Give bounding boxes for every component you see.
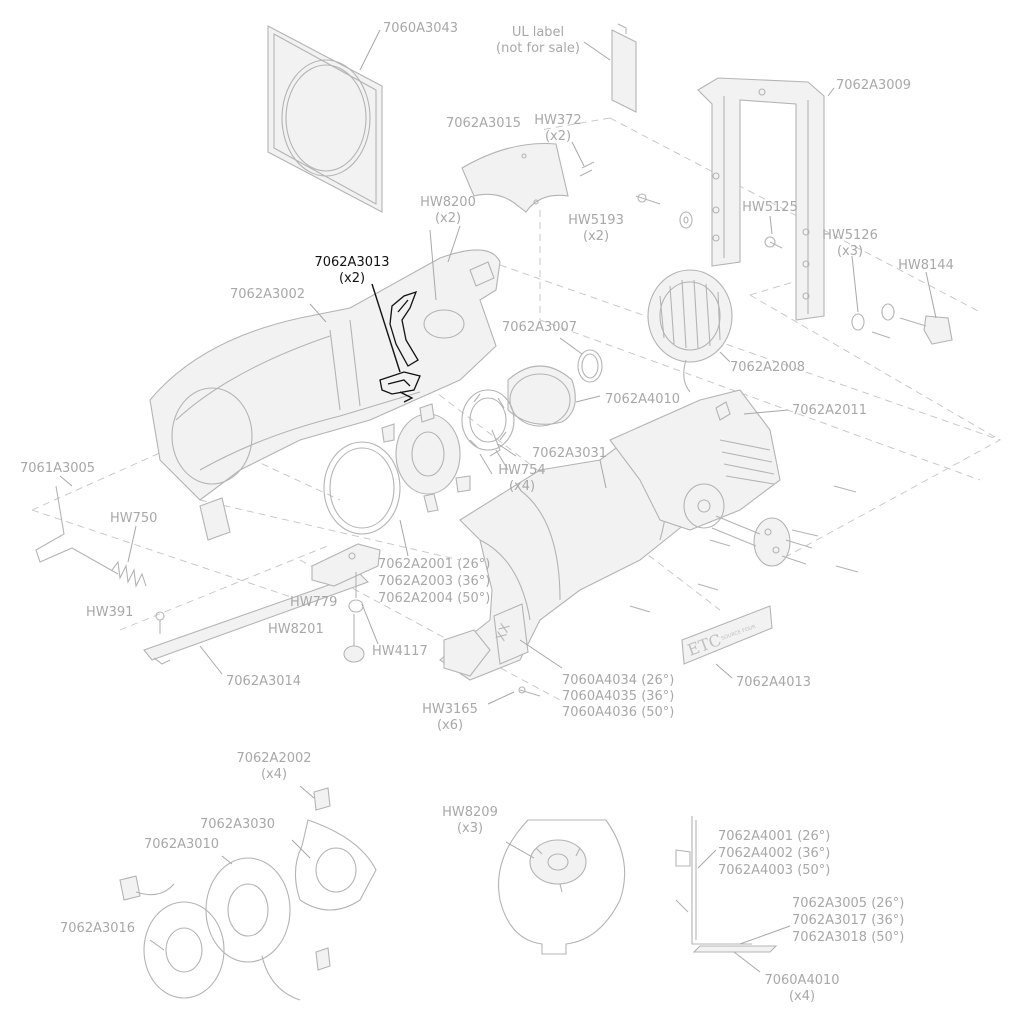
- label-HW8201: HW8201: [268, 622, 324, 637]
- part-7061A3005-shutter-handle: [35, 475, 119, 575]
- part-7060A4034-barrel: [439, 429, 691, 681]
- part-7062A2008-lamp-cap: [647, 269, 733, 393]
- label-7062A3030: 7062A3030: [200, 817, 275, 832]
- part-HW4117-lead: [361, 603, 379, 645]
- part-HW5193-hardware: [635, 193, 693, 229]
- label-HW5126-qty: (x3): [837, 244, 863, 259]
- part-7062A3014-rail: [143, 573, 370, 675]
- label-7062A2001: 7062A2001 (26°): [378, 557, 490, 572]
- part-HW8144-knob: [899, 271, 953, 345]
- label-7062A4010: 7062A4010: [605, 392, 680, 407]
- part-rear-cap: [711, 515, 819, 567]
- label-HW3165-qty: (x6): [437, 718, 463, 733]
- label-7060A3043: 7060A3043: [383, 21, 458, 36]
- label-HW5193: HW5193: [568, 213, 624, 228]
- label-7062A2002: 7062A2002: [236, 751, 311, 766]
- label-7062A4002: 7062A4002 (36°): [718, 846, 830, 861]
- part-HW3165-screw: [487, 686, 526, 705]
- label-HW372-qty: (x2): [545, 129, 571, 144]
- label-7062A3016: 7062A3016: [60, 921, 135, 936]
- label-7062A3010: 7062A3010: [144, 837, 219, 852]
- part-7062A3005-plate: [692, 925, 791, 953]
- label-7060A4035: 7060A4035 (36°): [562, 689, 674, 704]
- label-7062A3015: 7062A3015: [446, 116, 521, 131]
- part-7062A4013-badge: ETC SOURCE FOUR: [681, 605, 773, 679]
- label-7062A3005: 7062A3005 (26°): [792, 896, 904, 911]
- label-7062A3018: 7062A3018 (50°): [792, 930, 904, 945]
- leader-lines: [429, 225, 607, 489]
- label-HW754: HW754: [498, 463, 545, 478]
- label-HW5125: HW5125: [742, 200, 798, 215]
- label-7062A2002-qty: (x4): [261, 767, 287, 782]
- label-7060A4034: 7060A4034 (26°): [562, 673, 674, 688]
- part-HW750-spring: [111, 525, 147, 588]
- label-7062A3009: 7062A3009: [836, 78, 911, 93]
- part-7062A2011-lamp-housing: [609, 389, 789, 531]
- part-7060A3043-color-frame: [267, 25, 383, 213]
- part-7062A3002-rear-housing: [149, 249, 501, 541]
- label-HW8200: HW8200: [420, 195, 476, 210]
- label-7060A4010-qty: (x4): [789, 989, 815, 1004]
- label-HW372: HW372: [534, 113, 581, 128]
- part-HW8209-gobo-holder: [498, 819, 626, 955]
- label-HW8200-qty: (x2): [435, 211, 461, 226]
- part-7062A3007-ring: [559, 337, 603, 383]
- part-ul-label: [583, 23, 637, 113]
- part-7062A3030-shutter: [291, 787, 377, 971]
- part-mount-plate: [311, 543, 381, 587]
- label-7062A2004: 7062A2004 (50°): [378, 591, 490, 606]
- part-labels: 7060A3043 UL label (not for sale) 7062A3…: [20, 21, 954, 1004]
- label-7062A3014: 7062A3014: [226, 674, 301, 689]
- label-7062A4013: 7062A4013: [736, 675, 811, 690]
- label-7060A4036: 7060A4036 (50°): [562, 705, 674, 720]
- part-body-screws: [519, 485, 859, 697]
- label-HW391: HW391: [86, 605, 133, 620]
- label-7062A2003: 7062A2003 (36°): [378, 574, 490, 589]
- label-7062A3007: 7062A3007: [502, 320, 577, 335]
- label-HW8144: HW8144: [898, 258, 954, 273]
- part-HW8201-knob: [343, 614, 365, 663]
- label-7062A3002: 7062A3002: [230, 287, 305, 302]
- part-7062A4010-reflector: [507, 365, 601, 427]
- part-7062A2002-tabs: [299, 785, 315, 799]
- label-HW779: HW779: [290, 595, 337, 610]
- label-7060A4010: 7060A4010: [764, 973, 839, 988]
- part-HW5126-washers: [851, 255, 895, 339]
- label-7062A4003: 7062A4003 (50°): [718, 863, 830, 878]
- part-7062A3016-shutter: [119, 875, 225, 999]
- part-7062A4001-bracket: [675, 816, 752, 945]
- label-7062A3017: 7062A3017 (36°): [792, 913, 904, 928]
- label-ul-label-note: (not for sale): [496, 41, 580, 56]
- label-HW750: HW750: [110, 511, 157, 526]
- label-HW8209-qty: (x3): [457, 821, 483, 836]
- label-7062A3013: 7062A3013: [314, 255, 389, 270]
- part-HW372-screws: [571, 141, 595, 177]
- label-7061A3005: 7061A3005: [20, 461, 95, 476]
- part-7062A3031-socket-plate: [461, 389, 515, 475]
- part-7060A4010-screws: [733, 951, 761, 973]
- label-HW8209: HW8209: [442, 805, 498, 820]
- part-gate-ring: [381, 403, 471, 513]
- part-7062A3015-top-shield: [461, 142, 569, 213]
- label-7062A3013-qty: (x2): [339, 271, 365, 286]
- part-HW5125-bolt: [764, 215, 783, 249]
- label-7062A3031: 7062A3031: [532, 446, 607, 461]
- xx-mark: XX: [494, 621, 514, 643]
- label-7062A4001: 7062A4001 (26°): [718, 829, 830, 844]
- part-HW391-screw: [155, 611, 165, 634]
- label-HW754-qty: (x4): [509, 479, 535, 494]
- label-HW5126: HW5126: [822, 228, 878, 243]
- label-ul-label: UL label: [512, 25, 564, 40]
- label-7062A2008: 7062A2008: [730, 360, 805, 375]
- part-7062A3013-highlighted: [371, 283, 421, 403]
- label-HW4117: HW4117: [372, 644, 428, 659]
- part-7062A3009-yoke: [697, 77, 835, 321]
- label-HW5193-qty: (x2): [583, 229, 609, 244]
- label-HW3165: HW3165: [422, 702, 478, 717]
- label-7062A2011: 7062A2011: [792, 403, 867, 418]
- part-7062A2001-lens: [323, 441, 409, 557]
